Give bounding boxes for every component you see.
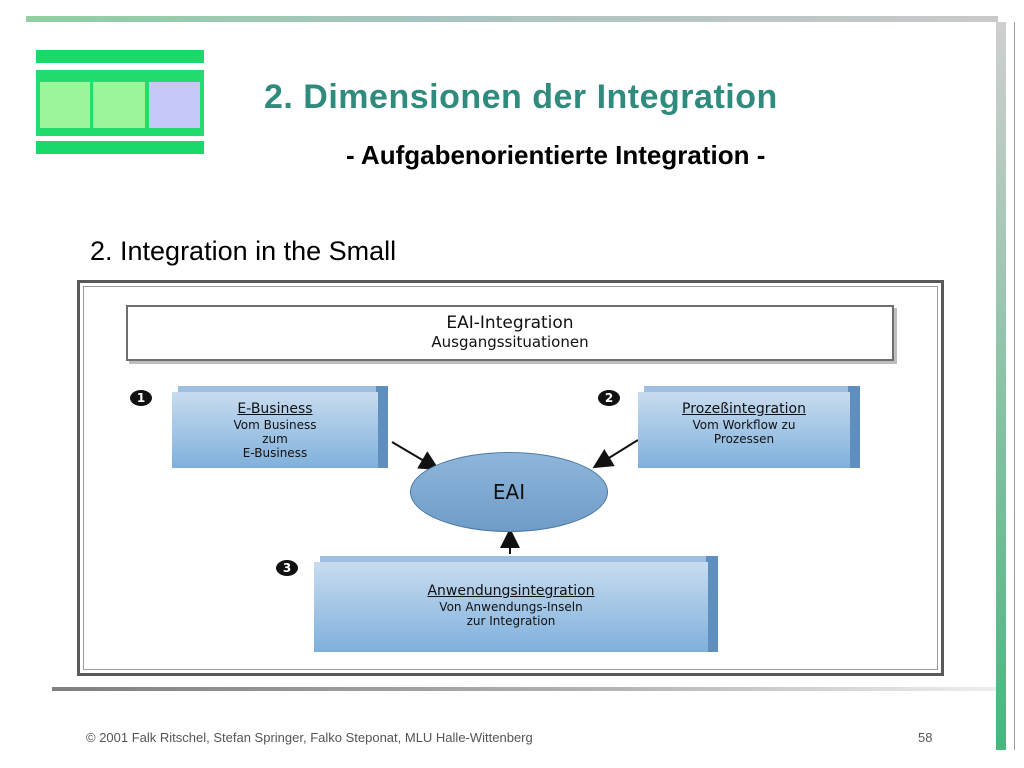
- card-application-side: [706, 556, 718, 652]
- card-process: Prozeßintegration Vom Workflow zu Prozes…: [638, 392, 850, 468]
- bottom-rule: [52, 687, 996, 691]
- card-application-line2: zur Integration: [466, 614, 556, 628]
- logo: [36, 70, 204, 136]
- logo-cell-1: [40, 82, 90, 128]
- page-number: 58: [918, 730, 933, 745]
- card-ebusiness-title: E-Business: [237, 401, 313, 417]
- number-badge-1: 1: [130, 390, 152, 406]
- arrow-process-to-eai: [592, 439, 639, 469]
- card-ebusiness-line3: E-Business: [242, 446, 308, 460]
- card-ebusiness-line1: Vom Business: [233, 418, 317, 432]
- card-application-line1: Von Anwendungs-Inseln: [439, 600, 583, 614]
- right-rule: [996, 22, 1006, 750]
- card-application-top: [320, 556, 716, 564]
- diagram-header-title: EAI-Integration: [446, 313, 574, 333]
- logo-cell-2: [93, 82, 145, 128]
- number-badge-3: 3: [276, 560, 298, 576]
- eai-ellipse: EAI: [410, 452, 608, 532]
- right-rule-line: [1014, 22, 1015, 750]
- card-process-line1: Vom Workflow zu: [692, 418, 796, 432]
- card-ebusiness-line2: zum: [262, 432, 288, 446]
- logo-top-bar: [36, 50, 204, 63]
- diagram-header: EAI-Integration Ausgangssituationen: [126, 305, 894, 361]
- card-process-side: [848, 386, 860, 468]
- card-application-title: Anwendungsintegration: [427, 583, 595, 599]
- top-rule: [26, 16, 998, 22]
- number-badge-2: 2: [598, 390, 620, 406]
- footer-copyright: © 2001 Falk Ritschel, Stefan Springer, F…: [86, 730, 533, 745]
- card-ebusiness-top: [178, 386, 384, 394]
- card-ebusiness-side: [376, 386, 388, 468]
- card-ebusiness: E-Business Vom Business zum E-Business: [172, 392, 378, 468]
- logo-cell-3: [149, 82, 200, 128]
- diagram-header-subtitle: Ausgangssituationen: [431, 333, 589, 351]
- slide-title: 2. Dimensionen der Integration: [264, 78, 778, 116]
- slide-subtitle: - Aufgabenorientierte Integration -: [346, 140, 766, 170]
- card-process-line2: Prozessen: [713, 432, 775, 446]
- card-application: Anwendungsintegration Von Anwendungs-Ins…: [314, 562, 708, 652]
- diagram-inner-border: [83, 286, 938, 670]
- section-heading: 2. Integration in the Small: [90, 236, 397, 266]
- card-process-title: Prozeßintegration: [682, 401, 806, 417]
- card-process-top: [644, 386, 854, 394]
- arrow-ebusiness-to-eai: [391, 441, 440, 471]
- logo-bottom-bar: [36, 141, 204, 154]
